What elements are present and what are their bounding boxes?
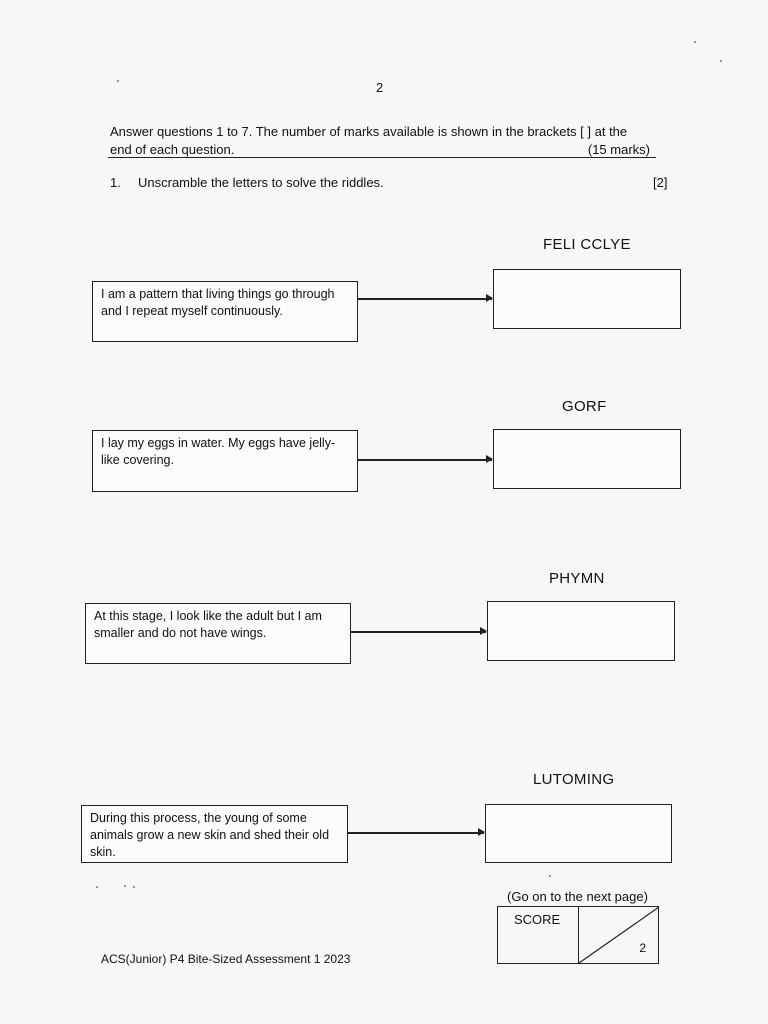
riddle-box-1: I am a pattern that living things go thr…: [92, 281, 358, 342]
score-label: SCORE: [514, 912, 561, 927]
scrambled-word-1: FELI CCLYE: [543, 236, 631, 253]
question-1: 1. Unscramble the letters to solve the ri…: [110, 175, 384, 190]
score-total: 2: [639, 941, 646, 955]
scrambled-word-4: LUTOMING: [533, 771, 615, 788]
arrow-3: [351, 628, 487, 634]
instructions-line-2: end of each question. (15 marks): [110, 141, 658, 159]
instructions: Answer questions 1 to 7. The number of m…: [110, 123, 658, 159]
scan-speck: [117, 80, 119, 82]
scrambled-word-3: PHYMN: [549, 570, 605, 587]
page-number: 2: [376, 80, 384, 95]
scan-speck: [96, 886, 98, 888]
footer: ACS(Junior) P4 Bite-Sized Assessment 1 2…: [101, 952, 351, 966]
riddle-box-2: I lay my eggs in water. My eggs have jel…: [92, 430, 358, 492]
scrambled-word-2: GORF: [562, 398, 607, 415]
arrow-2: [358, 456, 493, 462]
answer-box-4[interactable]: [485, 804, 672, 863]
scan-speck: [720, 60, 722, 62]
riddle-box-3: At this stage, I look like the adult but…: [85, 603, 351, 664]
question-1-marks: [2]: [653, 175, 668, 190]
instructions-line-2-text: end of each question.: [110, 142, 235, 157]
instructions-line-1: Answer questions 1 to 7. The number of m…: [110, 124, 628, 139]
instructions-underline: [108, 157, 656, 158]
total-marks: (15 marks): [587, 142, 650, 157]
question-1-text: Unscramble the letters to solve the ridd…: [138, 175, 384, 190]
arrow-1: [358, 295, 493, 301]
score-divider: [578, 907, 580, 963]
answer-box-3[interactable]: [487, 601, 675, 661]
arrow-4: [348, 829, 485, 835]
question-1-number: 1.: [110, 175, 121, 190]
riddle-box-4: During this process, the young of some a…: [81, 805, 348, 863]
scan-speck: [133, 886, 135, 888]
scan-speck: [694, 41, 696, 43]
scan-speck: [124, 885, 126, 887]
score-diagonal: [579, 907, 659, 963]
go-on-note: (Go on to the next page): [507, 889, 648, 904]
score-box: SCORE 2: [497, 906, 659, 964]
scan-speck: [549, 875, 551, 877]
answer-box-2[interactable]: [493, 429, 681, 489]
answer-box-1[interactable]: [493, 269, 681, 329]
